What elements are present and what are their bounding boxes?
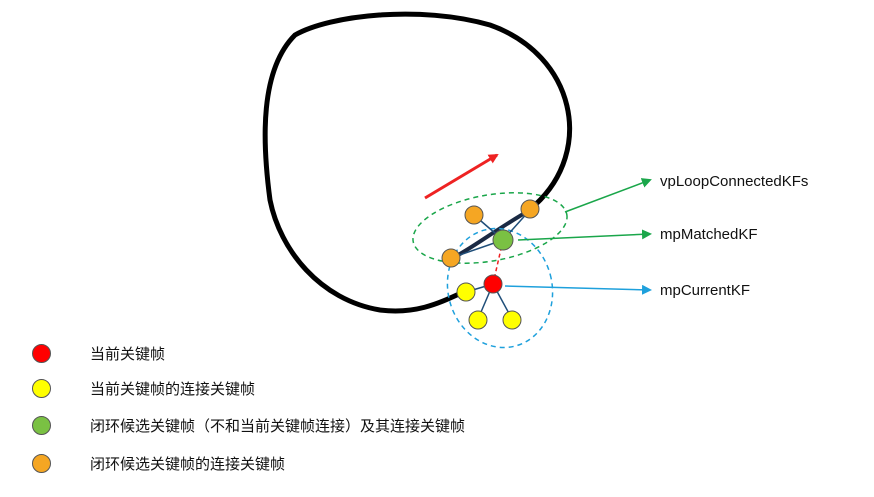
trajectory-loop <box>262 11 572 314</box>
current-group-ellipse <box>446 227 554 349</box>
current-label: mpCurrentKF <box>660 282 750 299</box>
legend-label: 闭环候选关键帧（不和当前关键帧连接）及其连接关键帧 <box>90 417 466 435</box>
current-kf-node <box>483 274 503 294</box>
red-dot-icon <box>32 344 51 363</box>
matched-pointer <box>517 229 652 241</box>
candidate-connected-kf-node <box>464 205 484 225</box>
matched-label: mpMatchedKF <box>660 226 758 243</box>
current-connected-kf-node <box>456 282 476 302</box>
legend-item-current-connected: 当前关键帧的连接关键帧 <box>30 377 630 403</box>
loop-connected-label: vpLoopConnectedKFs <box>660 173 808 190</box>
legend-item-candidate: 闭环候选关键帧（不和当前关键帧连接）及其连接关键帧 <box>30 414 630 440</box>
orange-dot-icon <box>32 454 51 473</box>
direction-arrow <box>424 153 499 200</box>
legend-label: 当前关键帧的连接关键帧 <box>90 380 256 398</box>
legend-label: 闭环候选关键帧的连接关键帧 <box>90 455 286 473</box>
yellow-dot-icon <box>32 379 51 398</box>
current-connected-kf-node <box>502 310 522 330</box>
current-connected-kf-node <box>468 310 488 330</box>
current-pointer <box>504 284 652 295</box>
legend-label: 当前关键帧 <box>90 345 166 363</box>
matched-kf-node <box>492 229 514 251</box>
candidate-group-ellipse <box>412 192 568 264</box>
candidate-connected-kf-node <box>441 248 461 268</box>
legend-item-current-kf: 当前关键帧 <box>30 342 630 368</box>
candidate-connected-kf-node <box>520 199 540 219</box>
green-dot-icon <box>32 416 51 435</box>
loop-connected-pointer <box>564 178 652 213</box>
legend-item-candidate-connected: 闭环候选关键帧的连接关键帧 <box>30 452 630 478</box>
